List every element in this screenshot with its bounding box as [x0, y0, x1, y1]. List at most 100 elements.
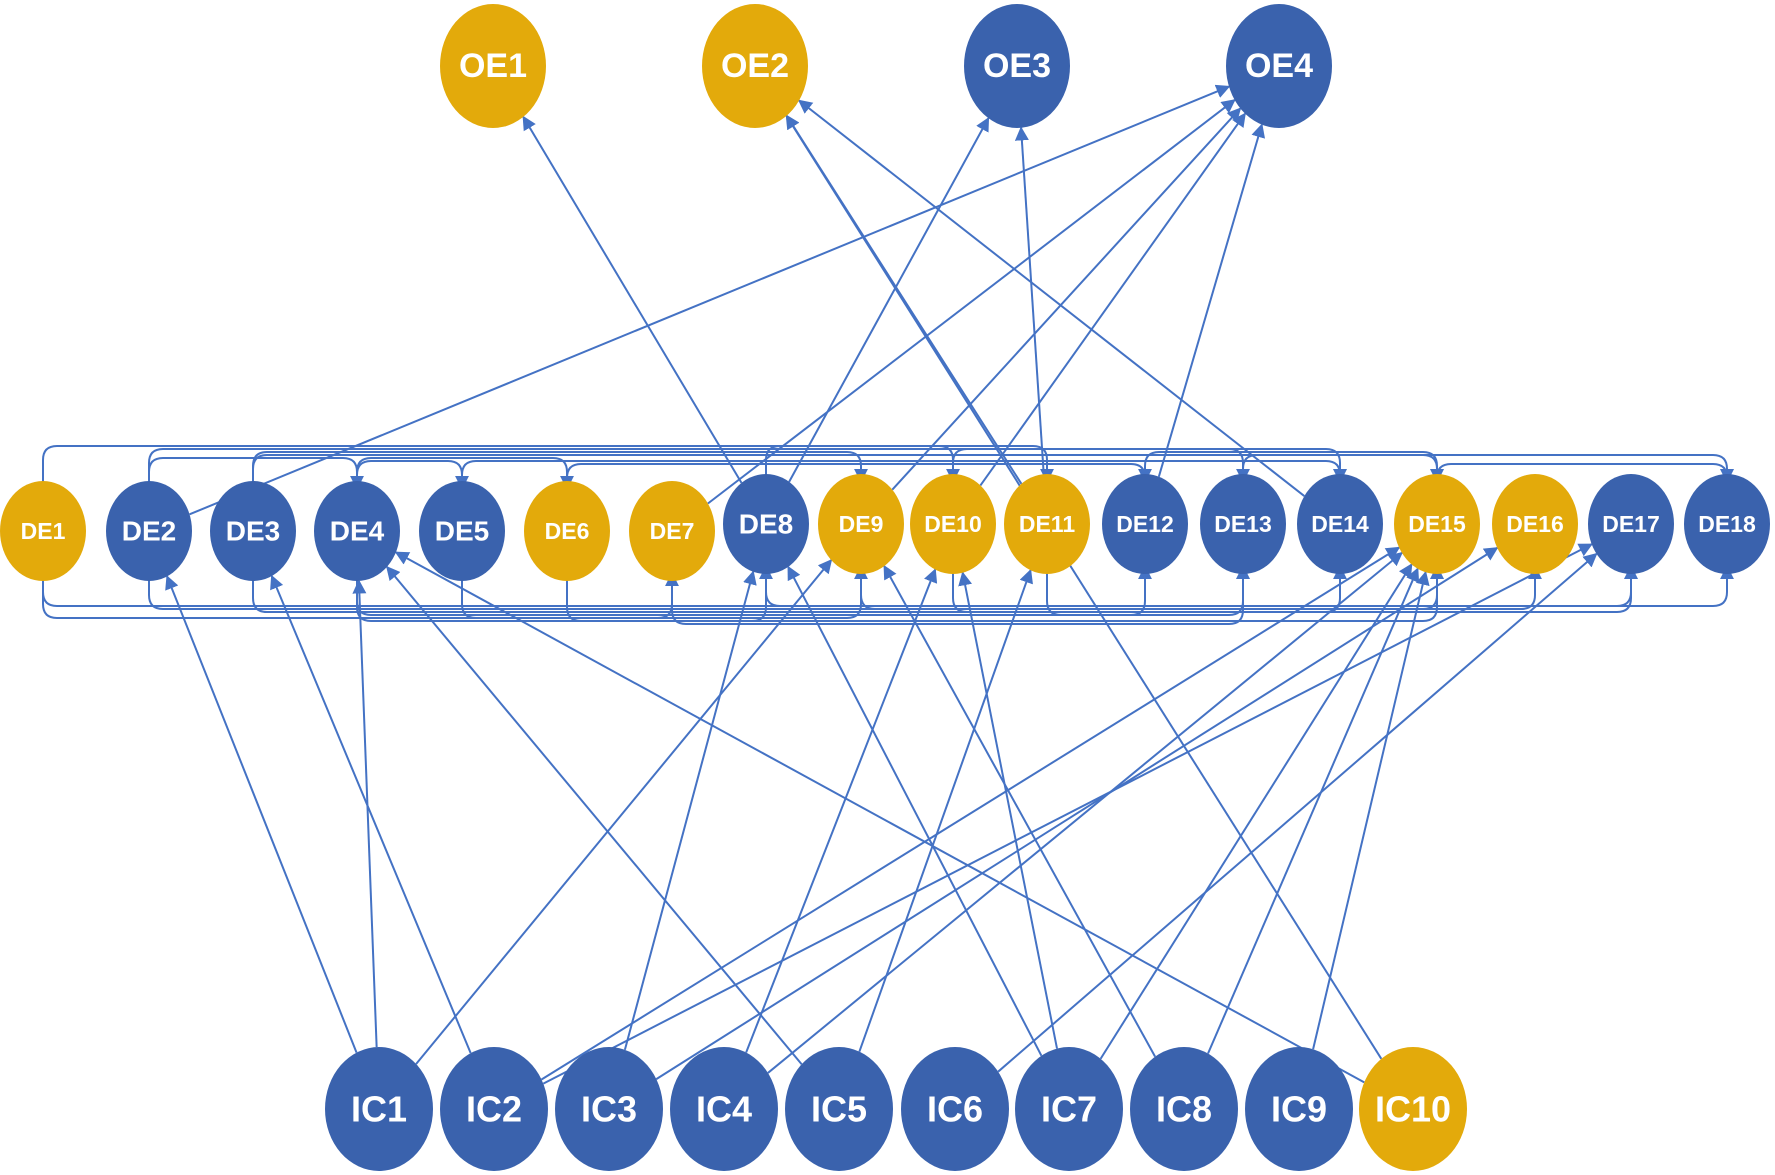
node-oe4: OE4 [1226, 4, 1332, 128]
node-ic2: IC2 [440, 1047, 548, 1171]
node-ic8-label: IC8 [1156, 1089, 1212, 1130]
edge-ic4-to-de10 [745, 568, 938, 1053]
node-de8: DE8 [723, 474, 809, 574]
edge-de2-to-oe4 [189, 84, 1231, 516]
arc-top-de4-to-de5 [356, 460, 469, 490]
node-de9-ellipse [818, 474, 904, 574]
node-ic8: IC8 [1130, 1047, 1238, 1171]
node-de12: DE12 [1102, 474, 1188, 574]
node-de11: DE11 [1004, 474, 1090, 574]
edge-ic1-to-de9 [415, 559, 833, 1065]
node-ic6: IC6 [901, 1047, 1009, 1171]
node-ic5-label: IC5 [811, 1089, 867, 1130]
node-ic3: IC3 [555, 1047, 663, 1171]
edge-ic9-to-de15 [1312, 570, 1430, 1050]
edge-de9-to-oe4 [891, 107, 1242, 491]
edge-ic3-to-de16 [655, 547, 1499, 1080]
arc-top-de13-to-de15 [1242, 454, 1444, 483]
node-de11-ellipse [1004, 474, 1090, 574]
edge-ic7-to-de8 [787, 565, 1043, 1057]
node-de13-ellipse [1200, 474, 1286, 574]
node-de4-ellipse [314, 481, 400, 581]
node-de8-ellipse [723, 474, 809, 574]
node-ic8-ellipse [1130, 1047, 1238, 1171]
edge-ic5-to-de11 [858, 568, 1033, 1052]
node-ic6-ellipse [901, 1047, 1009, 1171]
node-de16-ellipse [1492, 474, 1578, 574]
edge-de11-to-oe3 [1014, 126, 1045, 475]
edge-ic2-to-de15 [540, 546, 1401, 1081]
edge-ic10-to-oe2 [785, 114, 1383, 1060]
node-oe3-ellipse [964, 4, 1070, 128]
node-ic4: IC4 [670, 1047, 778, 1171]
arc-bottom-de1-to-de18 [42, 565, 1734, 607]
node-de9: DE9 [818, 474, 904, 574]
edge-de12-to-oe4 [1157, 123, 1266, 477]
edge-de14-to-oe2 [797, 99, 1305, 497]
node-oe1-label: OE1 [459, 47, 527, 85]
node-de10-label: DE10 [924, 511, 982, 537]
node-de15-label: DE15 [1408, 511, 1466, 537]
node-de1: DE1 [0, 481, 86, 581]
edge-ic5-to-de4 [386, 565, 803, 1065]
edge-ic7-to-de15 [1099, 563, 1413, 1060]
node-de18-ellipse [1684, 474, 1770, 574]
node-ic2-label: IC2 [466, 1089, 522, 1130]
node-ic10-label: IC10 [1375, 1089, 1451, 1130]
node-ic7: IC7 [1015, 1047, 1123, 1171]
arc-bottom-de11-to-de13 [1046, 565, 1250, 616]
edge-de10-to-oe4 [979, 112, 1246, 487]
node-de2-label: DE2 [122, 516, 176, 547]
arc-bottom-de3-to-de14 [252, 565, 1347, 613]
node-de17-ellipse [1588, 474, 1674, 574]
node-oe1-ellipse [440, 4, 546, 128]
node-de12-label: DE12 [1116, 511, 1174, 537]
edge-ic2-to-de17 [542, 543, 1593, 1085]
node-de16: DE16 [1492, 474, 1578, 574]
node-de3-ellipse [210, 481, 296, 581]
node-ic5: IC5 [785, 1047, 893, 1171]
node-de1-ellipse [0, 481, 86, 581]
arc-top-de4-to-de6 [356, 457, 574, 490]
node-de7-ellipse [629, 481, 715, 581]
node-de15: DE15 [1394, 474, 1480, 574]
edge-ic2-to-de3 [270, 574, 472, 1054]
edge-ic10-to-de4 [394, 551, 1365, 1084]
node-ic7-label: IC7 [1041, 1089, 1097, 1130]
node-de15-ellipse [1394, 474, 1480, 574]
node-de18-label: DE18 [1698, 511, 1756, 537]
arc-top-de5-to-de14 [461, 460, 1347, 489]
node-de2-ellipse [106, 481, 192, 581]
node-de17-label: DE17 [1602, 511, 1660, 537]
node-oe2: OE2 [702, 4, 808, 128]
node-de6-label: DE6 [545, 518, 590, 544]
arc-bottom-de4-to-de15 [356, 565, 1444, 622]
node-de14-label: DE14 [1311, 511, 1369, 537]
node-ic1-ellipse [325, 1047, 433, 1171]
arc-top-de12-to-de15 [1144, 451, 1444, 483]
node-ic9-ellipse [1245, 1047, 1353, 1171]
node-ic4-ellipse [670, 1047, 778, 1171]
node-de13: DE13 [1200, 474, 1286, 574]
arc-top-de10-to-de14 [952, 448, 1347, 483]
node-de11-label: DE11 [1019, 511, 1075, 537]
node-oe2-ellipse [702, 4, 808, 128]
node-de6: DE6 [524, 481, 610, 581]
arc-bottom-de10-to-de17 [952, 565, 1638, 613]
arc-top-de15-to-de18 [1436, 463, 1734, 483]
edge-de8-to-oe3 [788, 116, 990, 483]
node-de5-label: DE5 [435, 516, 489, 547]
edge-ic8-to-de9 [883, 564, 1156, 1058]
node-de4: DE4 [314, 481, 400, 581]
node-ic1: IC1 [325, 1047, 433, 1171]
arc-bottom-de7-to-de13 [671, 565, 1250, 625]
node-de5: DE5 [419, 481, 505, 581]
node-de6-ellipse [524, 481, 610, 581]
node-de3: DE3 [210, 481, 296, 581]
node-oe4-ellipse [1226, 4, 1332, 128]
node-oe3-label: OE3 [983, 47, 1051, 85]
node-ic1-label: IC1 [351, 1089, 407, 1130]
node-ic3-ellipse [555, 1047, 663, 1171]
node-de13-label: DE13 [1214, 511, 1272, 537]
node-de9-label: DE9 [839, 511, 884, 537]
